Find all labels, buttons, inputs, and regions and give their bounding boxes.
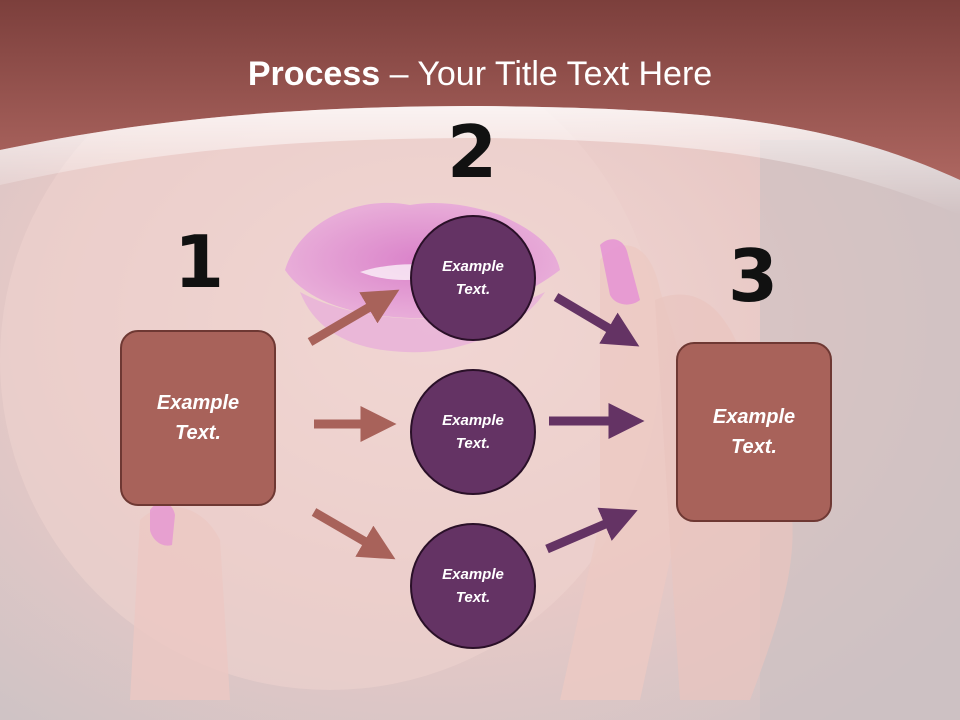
circle-node-bottom[interactable]: Example Text. [410, 523, 536, 649]
left-process-box[interactable]: Example Text. [120, 330, 276, 506]
step-number-1: 1 [173, 220, 225, 304]
step-number-2: 2 [446, 110, 498, 194]
page-title: Process – Your Title Text Here [0, 52, 960, 96]
step-number-3: 3 [727, 234, 779, 318]
circle-bottom-text: Example Text. [442, 566, 504, 606]
circle-top-text: Example Text. [442, 258, 504, 298]
title-rest: – Your Title Text Here [380, 55, 713, 93]
right-process-box[interactable]: Example Text. [676, 342, 832, 522]
title-bold: Process [247, 55, 381, 93]
circle-node-top[interactable]: Example Text. [410, 215, 536, 341]
circle-node-middle[interactable]: Example Text. [410, 369, 536, 495]
circle-middle-text: Example Text. [442, 412, 504, 452]
right-box-text: Example Text. [712, 406, 796, 458]
left-box-text: Example Text. [156, 392, 240, 444]
